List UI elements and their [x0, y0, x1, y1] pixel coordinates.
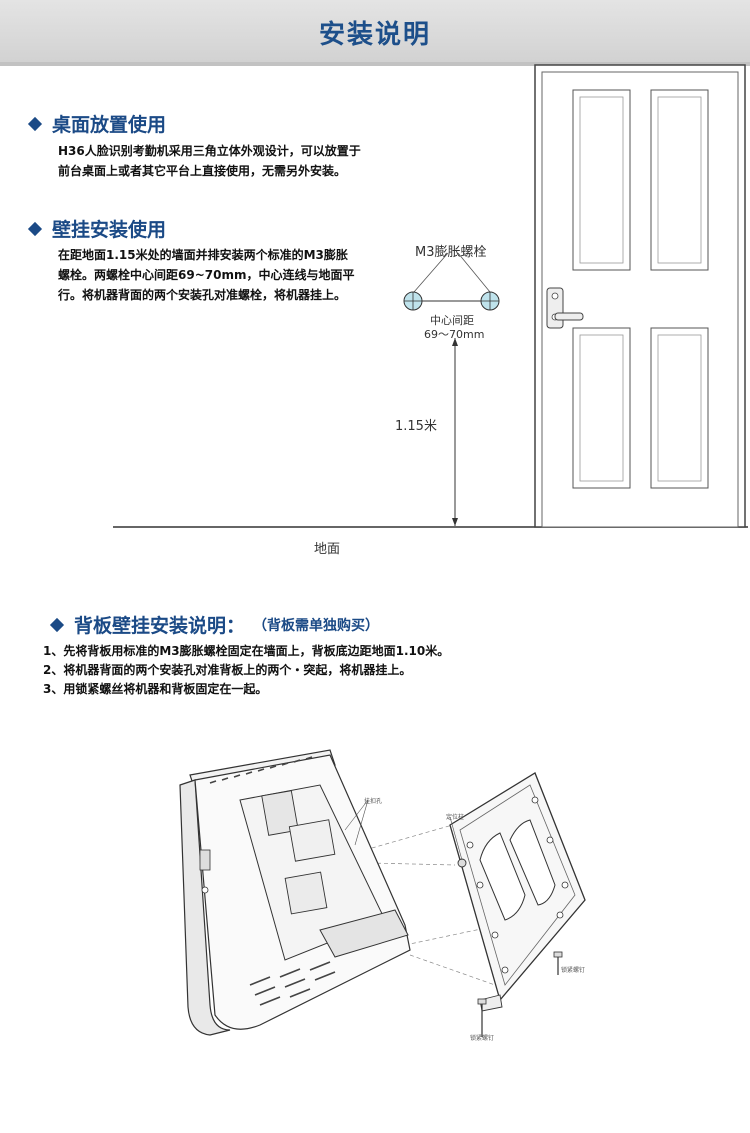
arrowhead-down-icon: [452, 518, 458, 526]
bolt-label: M3膨胀螺栓: [415, 245, 487, 260]
wall-section-title: 壁挂安装使用: [26, 215, 166, 242]
wall-paragraph: 在距地面1.15米处的墙面并排安装两个标准的M3膨胀 螺栓。两螺栓中心间距69~…: [58, 245, 354, 305]
ground-label: 地面: [314, 542, 341, 557]
spacing-value: 69～70mm: [424, 328, 485, 341]
header-bar: 安装说明: [0, 0, 750, 66]
desk-line-2: 前台桌面上或者其它平台上直接使用，无需另外安装。: [58, 164, 347, 178]
wall-title-text: 壁挂安装使用: [52, 219, 167, 241]
backplate-note: （背板需单独购买）: [253, 617, 380, 634]
peg-label: 定位柱: [446, 814, 465, 821]
lock-screw-icon: [553, 951, 563, 975]
lock-screw-icon: [477, 998, 487, 1037]
desk-section-title: 桌面放置使用: [26, 110, 166, 137]
backplate-steps: 1、先将背板用标准的M3膨胀螺栓固定在墙面上，背板底边距地面1.10米。 2、将…: [43, 642, 449, 699]
backplate-step-2: 2、将机器背面的两个安装孔对准背板上的两个・突起，将机器挂上。: [43, 663, 412, 677]
desk-line-1: H36人脸识别考勤机采用三角立体外观设计，可以放置于: [58, 144, 361, 158]
backplate-step-3: 3、用锁紧螺丝将机器和背板固定在一起。: [43, 682, 268, 696]
backplate-title-text: 背板壁挂安装说明：: [74, 615, 246, 637]
peg-leader: [449, 816, 463, 861]
mount-hole-leader: [354, 799, 369, 846]
door-illustration: [534, 64, 746, 528]
bolt-leader-right: [457, 252, 491, 293]
bolt-right-icon: [480, 291, 500, 311]
wall-line-3: 行。将机器背面的两个安装孔对准螺栓，将机器挂上。: [58, 288, 347, 302]
mount-hole-leader: [344, 799, 369, 831]
backplate-section-title: 背板壁挂安装说明： （背板需单独购买）: [48, 611, 379, 638]
device-illustration: [179, 749, 411, 1036]
desk-paragraph: H36人脸识别考勤机采用三角立体外观设计，可以放置于 前台桌面上或者其它平台上直…: [58, 141, 361, 181]
wall-line-2: 螺栓。两螺栓中心间距69~70mm，中心连线与地面平: [58, 268, 355, 282]
desk-title-text: 桌面放置使用: [52, 114, 167, 136]
wall-mount-diagram: [113, 64, 748, 528]
backplate-exploded-diagram: [179, 749, 586, 1037]
screw-label-right: 锁紧螺钉: [561, 967, 586, 974]
door-handle-icon: [546, 287, 584, 329]
arrowhead-up-icon: [452, 338, 458, 346]
backplate-step-1: 1、先将背板用标准的M3膨胀螺栓固定在墙面上，背板底边距地面1.10米。: [43, 644, 450, 658]
bolt-leader-left: [413, 252, 449, 293]
backplate-illustration: [449, 772, 586, 1012]
mount-hole-label: 挂扣孔: [364, 798, 383, 805]
wall-line-1: 在距地面1.15米处的墙面并排安装两个标准的M3膨胀: [58, 248, 348, 262]
page-title: 安装说明: [318, 20, 431, 50]
diamond-bullet-icon: [49, 617, 65, 632]
bolt-left-icon: [403, 291, 423, 311]
spacing-label: 中心间距: [430, 314, 474, 327]
screw-label-bottom: 锁紧螺钉: [470, 1035, 495, 1042]
height-label: 1.15米: [395, 419, 437, 434]
